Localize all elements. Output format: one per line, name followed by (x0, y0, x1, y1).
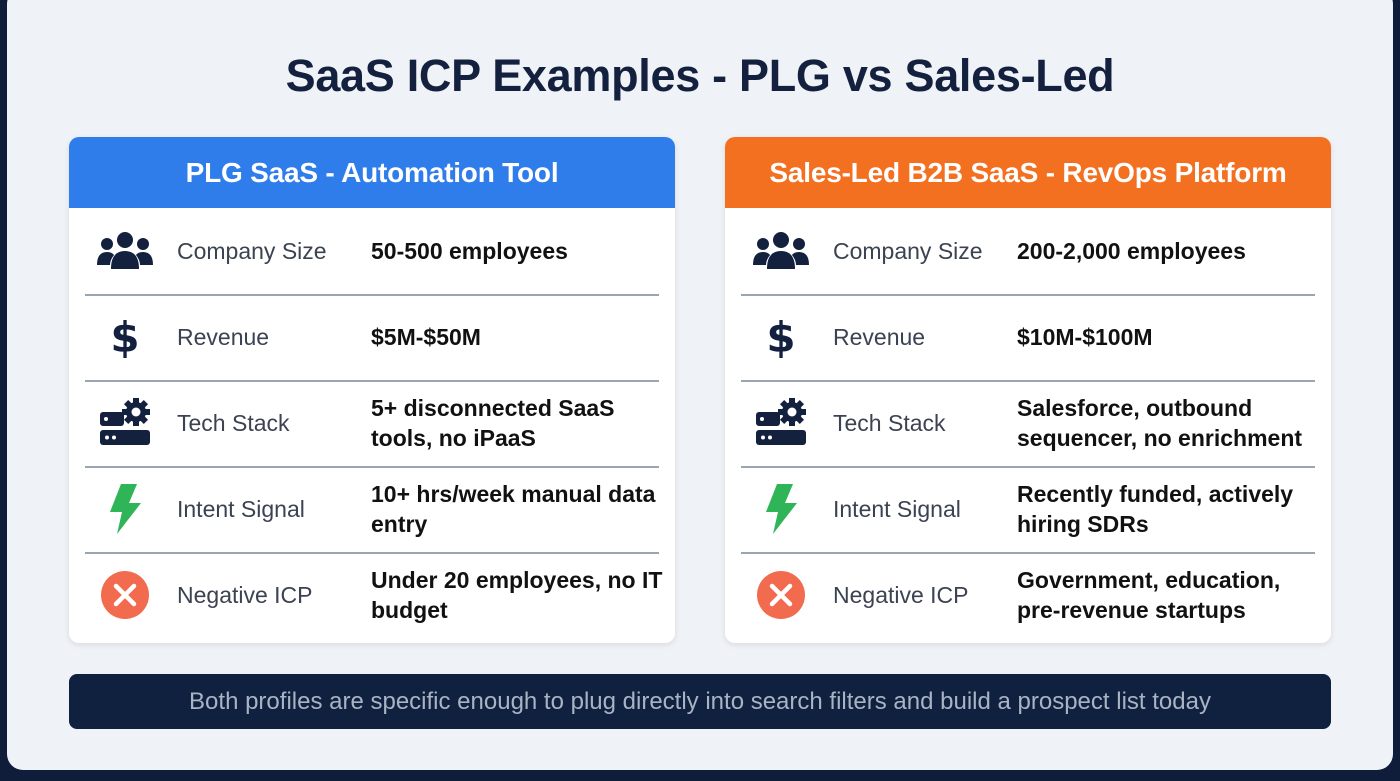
row-value: $5M-$50M (371, 324, 481, 350)
row-label: Company Size (177, 237, 327, 264)
plg-card: PLG SaaS - Automation Tool Company Size … (69, 137, 675, 643)
sales-led-card: Sales-Led B2B SaaS - RevOps Platform Com… (725, 137, 1331, 643)
row-value: Salesforce, outbound sequencer, no enric… (1017, 395, 1303, 451)
row-tech-stack: Tech Stack 5+ disconnected SaaS tools, n… (69, 380, 675, 466)
page-title: SaaS ICP Examples - PLG vs Sales-Led (285, 50, 1115, 101)
row-revenue: $ Revenue $5M-$50M (69, 294, 675, 380)
row-label: Negative ICP (177, 581, 313, 608)
server-gear-icon (751, 395, 811, 451)
server-gear-icon (95, 395, 155, 451)
row-company-size: Company Size 50-500 employees (69, 208, 675, 294)
row-label: Revenue (177, 323, 270, 350)
row-value: Government, education, pre-revenue start… (1017, 567, 1281, 623)
row-value: 200-2,000 employees (1017, 238, 1246, 264)
dollar-icon: $ (95, 309, 155, 365)
row-company-size: Company Size 200-2,000 employees (725, 208, 1331, 294)
lightning-icon (95, 481, 155, 537)
x-circle-icon (751, 567, 811, 623)
row-label: Tech Stack (833, 409, 946, 436)
row-negative-icp: Negative ICP Under 20 employees, no IT b… (69, 552, 675, 638)
row-value: 50-500 employees (371, 238, 568, 264)
row-intent-signal: Intent Signal 10+ hrs/week manual data e… (69, 466, 675, 552)
row-label: Negative ICP (833, 581, 969, 608)
svg-text:$: $ (110, 314, 139, 360)
row-label: Tech Stack (177, 409, 290, 436)
svg-text:$: $ (766, 314, 795, 360)
row-value: Recently funded, actively hiring SDRs (1017, 481, 1294, 537)
row-negative-icp: Negative ICP Government, education, pre-… (725, 552, 1331, 638)
dollar-icon: $ (751, 309, 811, 365)
row-label: Intent Signal (177, 495, 305, 522)
users-icon (751, 223, 811, 279)
footer-banner: Both profiles are specific enough to plu… (69, 674, 1331, 729)
row-value: 10+ hrs/week manual data entry (371, 481, 656, 537)
row-tech-stack: Tech Stack Salesforce, outbound sequence… (725, 380, 1331, 466)
row-intent-signal: Intent Signal Recently funded, actively … (725, 466, 1331, 552)
row-value: 5+ disconnected SaaS tools, no iPaaS (371, 395, 615, 451)
x-circle-icon (95, 567, 155, 623)
row-label: Revenue (833, 323, 926, 350)
card-header: Sales-Led B2B SaaS - RevOps Platform (725, 137, 1331, 208)
row-value: Under 20 employees, no IT budget (371, 567, 663, 623)
row-label: Intent Signal (833, 495, 961, 522)
row-revenue: $ Revenue $10M-$100M (725, 294, 1331, 380)
lightning-icon (751, 481, 811, 537)
card-header: PLG SaaS - Automation Tool (69, 137, 675, 208)
row-label: Company Size (833, 237, 983, 264)
users-icon (95, 223, 155, 279)
row-value: $10M-$100M (1017, 324, 1153, 350)
